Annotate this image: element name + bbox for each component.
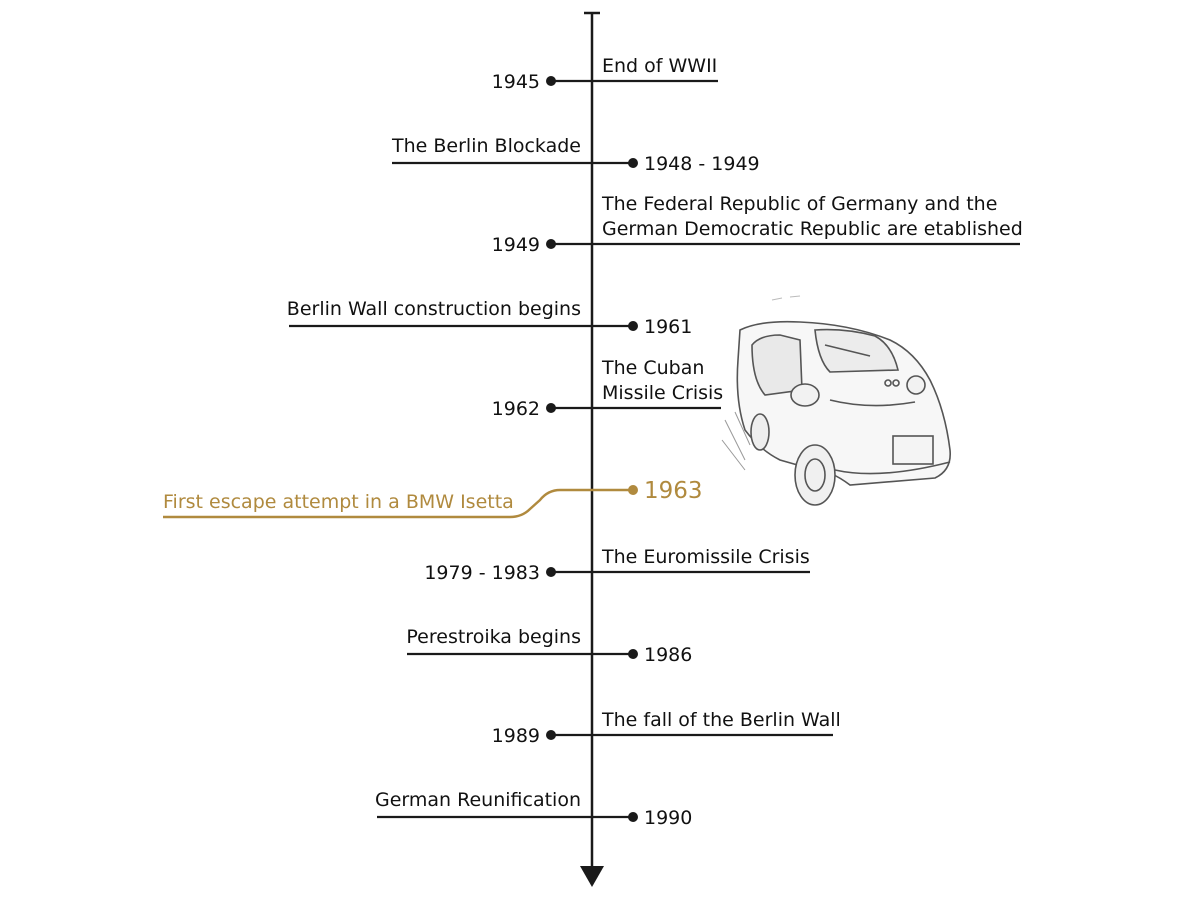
event-label: German Democratic Republic are etablishe… bbox=[602, 218, 1023, 240]
event-year: 1961 bbox=[644, 316, 692, 338]
event-dot bbox=[546, 567, 556, 577]
event-dot bbox=[628, 158, 638, 168]
event-label: End of WWII bbox=[602, 55, 717, 77]
event-dot bbox=[628, 485, 638, 495]
event-year: 1963 bbox=[644, 478, 703, 504]
timeline-event: 1949 The Federal Republic of Germany and … bbox=[492, 193, 1023, 256]
axis-arrow-head bbox=[580, 866, 604, 887]
timeline-axis bbox=[580, 11, 604, 887]
timeline-event: 1948 - 1949 The Berlin Blockade bbox=[391, 135, 760, 175]
event-year: 1949 bbox=[492, 234, 540, 256]
event-label: The Euromissile Crisis bbox=[601, 546, 810, 568]
event-label: German Reunification bbox=[375, 789, 581, 811]
event-year: 1945 bbox=[492, 71, 540, 93]
event-year: 1990 bbox=[644, 807, 692, 829]
event-label: First escape attempt in a BMW Isetta bbox=[163, 491, 514, 513]
event-year: 1962 bbox=[492, 398, 540, 420]
event-dot bbox=[546, 403, 556, 413]
event-dot bbox=[546, 76, 556, 86]
event-label: The Federal Republic of Germany and the bbox=[601, 193, 997, 215]
event-year: 1989 bbox=[492, 725, 540, 747]
event-line bbox=[163, 488, 633, 519]
event-dot bbox=[628, 649, 638, 659]
event-label: Missile Crisis bbox=[602, 382, 723, 404]
event-label: The Berlin Blockade bbox=[391, 135, 581, 157]
event-dot bbox=[546, 239, 556, 249]
event-label: The fall of the Berlin Wall bbox=[601, 709, 841, 731]
event-year: 1979 - 1983 bbox=[424, 562, 540, 584]
event-dot bbox=[628, 321, 638, 331]
bmw-isetta-illustration bbox=[721, 295, 952, 506]
timeline-event: 1989 The fall of the Berlin Wall bbox=[492, 709, 841, 747]
event-dot bbox=[628, 812, 638, 822]
event-year: 1986 bbox=[644, 644, 692, 666]
timeline-event: 1979 - 1983 The Euromissile Crisis bbox=[424, 546, 810, 584]
event-label: Perestroika begins bbox=[406, 626, 581, 648]
timeline-event: 1986 Perestroika begins bbox=[406, 626, 692, 666]
event-label: Berlin Wall construction begins bbox=[287, 298, 581, 320]
event-year: 1948 - 1949 bbox=[644, 153, 760, 175]
timeline-event: 1945 End of WWII bbox=[492, 55, 718, 93]
timeline-event: 1961 Berlin Wall construction begins bbox=[287, 298, 693, 338]
event-label: The Cuban bbox=[601, 357, 704, 379]
event-dot bbox=[546, 730, 556, 740]
timeline-event: 1990 German Reunification bbox=[375, 789, 692, 829]
